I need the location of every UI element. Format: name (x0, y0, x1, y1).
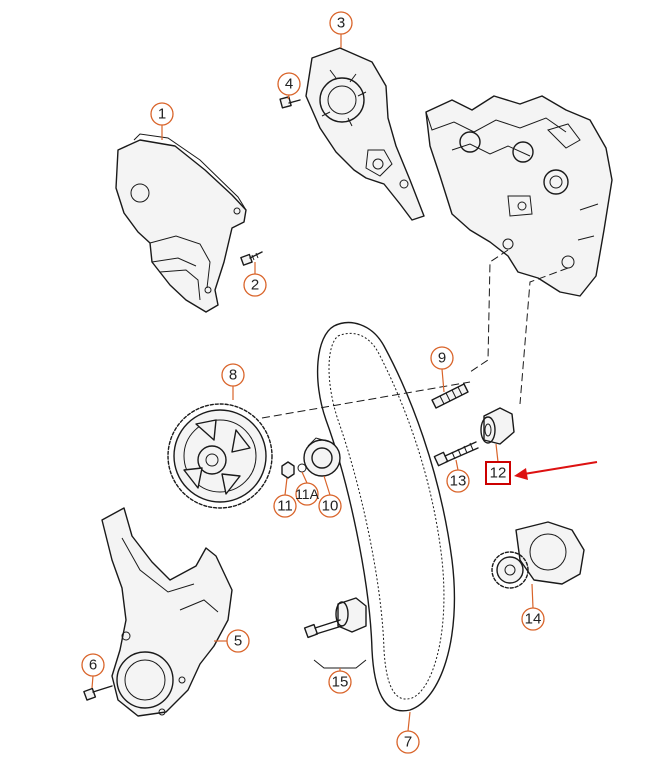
callout-part-15: 15 (328, 668, 352, 694)
rear-plate-part-3 (305, 47, 425, 221)
callout-label-7: 7 (404, 734, 412, 751)
callout-part-7: 7 (396, 711, 420, 754)
callout-label-5: 5 (234, 633, 242, 650)
callout-part-4: 4 (277, 72, 301, 100)
idler-roller-part-12 (480, 407, 515, 445)
bolt-part-2 (240, 251, 263, 266)
highlight-arrow (514, 461, 598, 480)
callout-label-2: 2 (251, 277, 259, 294)
bolt-part-4 (279, 96, 301, 109)
callout-part-1: 1 (150, 102, 174, 140)
callout-label-12: 12 (490, 465, 507, 482)
callout-part-13: 13 (446, 459, 470, 493)
engine-block (425, 95, 613, 297)
callout-part-9: 9 (430, 346, 454, 393)
callout-part-11A: 11A (295, 471, 320, 506)
callout-part-12: 12 (485, 443, 511, 485)
timing-belt-part-7 (316, 322, 456, 712)
callout-part-14: 14 (521, 583, 545, 631)
water-pump-part-14 (491, 521, 585, 589)
bolt-part-13 (433, 441, 479, 467)
callout-label-10: 10 (322, 498, 339, 515)
callout-label-6: 6 (89, 657, 97, 674)
upper-timing-cover (115, 133, 247, 313)
lower-timing-cover-part-5 (101, 507, 233, 717)
callout-label-14: 14 (525, 611, 542, 628)
callout-label-1: 1 (158, 106, 166, 123)
roller-part-15 (303, 597, 367, 669)
callout-part-6: 6 (81, 653, 105, 689)
callout-part-2: 2 (243, 262, 267, 297)
callout-label-8: 8 (229, 367, 237, 384)
stud-part-9 (431, 383, 469, 409)
callout-part-8: 8 (221, 363, 245, 400)
callout-label-13: 13 (450, 473, 467, 490)
callout-label-4: 4 (285, 76, 293, 93)
callout-label-3: 3 (337, 15, 345, 32)
callout-part-5: 5 (214, 629, 250, 653)
camshaft-sprocket-part-8 (167, 403, 273, 509)
callouts: 1 2 3 4 5 6 (81, 11, 545, 754)
callout-part-10: 10 (318, 475, 342, 518)
callout-label-9: 9 (438, 350, 446, 367)
callout-part-11: 11 (273, 477, 297, 518)
bolt-part-6 (83, 685, 113, 701)
callout-label-15: 15 (332, 674, 349, 691)
highlight-box (485, 461, 511, 485)
callout-part-3: 3 (329, 11, 353, 48)
callout-label-11A: 11A (295, 486, 320, 502)
callout-label-11: 11 (277, 498, 293, 515)
tensioner-assembly (281, 437, 341, 479)
